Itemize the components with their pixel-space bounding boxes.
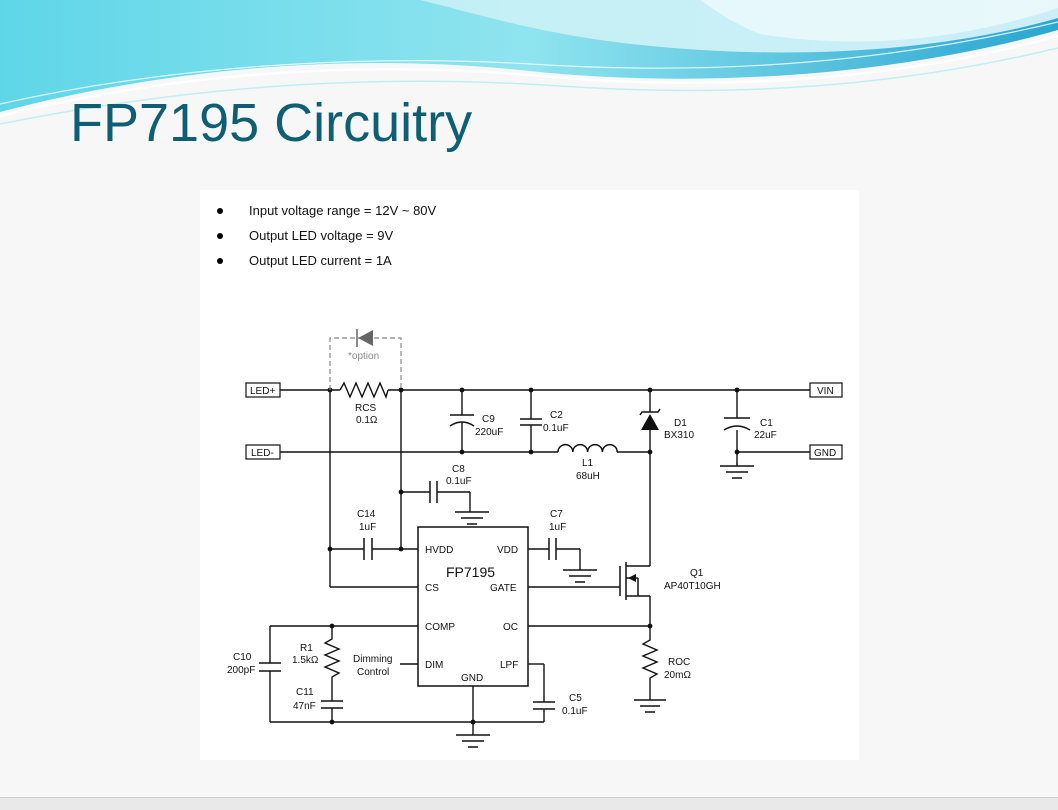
q1-arrow-icon xyxy=(628,574,636,582)
roc-value: 20mΩ xyxy=(664,670,691,681)
bullet-item: Output LED voltage = 9V xyxy=(215,226,436,251)
bullet-item: Input voltage range = 12V ~ 80V xyxy=(215,201,436,226)
c7-value: 1uF xyxy=(549,522,566,533)
c1-value: 22uF xyxy=(754,430,777,441)
c5-capacitor-icon xyxy=(533,701,555,710)
c10-value: 200pF xyxy=(227,665,255,676)
c2-ref: C2 xyxy=(550,410,563,421)
pin-cs: CS xyxy=(425,583,439,594)
c9-capacitor-icon xyxy=(449,414,475,427)
pin-dim: DIM xyxy=(425,660,443,671)
port-gnd: GND xyxy=(809,444,843,460)
junction-dots xyxy=(327,387,740,725)
pin-hvdd: HVDD xyxy=(425,545,453,556)
option-label: *option xyxy=(348,351,379,362)
header-wave-decoration xyxy=(0,0,1058,125)
c2-value: 0.1uF xyxy=(543,423,569,434)
c8-value: 0.1uF xyxy=(446,476,472,487)
ground-icon xyxy=(563,569,597,583)
ground-icon xyxy=(456,734,490,748)
port-led-minus: LED- xyxy=(245,444,281,460)
port-led-minus-label: LED- xyxy=(251,448,274,459)
r1-value: 1.5kΩ xyxy=(292,655,319,666)
pin-comp: COMP xyxy=(425,622,455,633)
dimming-label-line1: Dimming xyxy=(353,654,392,665)
ground-icon xyxy=(720,462,754,479)
fp7195-chip xyxy=(417,526,529,687)
rcs-resistor-icon xyxy=(339,381,389,400)
c9-value: 220uF xyxy=(475,427,503,438)
ground-icon xyxy=(634,699,666,713)
l1-value: 68uH xyxy=(576,471,600,482)
content-panel xyxy=(200,190,859,760)
bullet-list: Input voltage range = 12V ~ 80V Output L… xyxy=(215,201,436,276)
c5-ref: C5 xyxy=(569,693,582,704)
port-led-plus-label: LED+ xyxy=(250,386,275,397)
port-led-plus: LED+ xyxy=(245,382,281,398)
roc-ref: ROC xyxy=(668,657,690,668)
bullet-dot-icon xyxy=(217,258,223,264)
c14-ref: C14 xyxy=(357,509,376,520)
d1-ref: D1 xyxy=(674,418,687,429)
bullet-item: Output LED current = 1A xyxy=(215,251,436,276)
c1-capacitor-icon xyxy=(723,417,751,431)
l1-inductor-icon xyxy=(557,443,618,453)
c8-capacitor-icon xyxy=(429,481,438,503)
c2-capacitor-icon xyxy=(520,418,542,426)
c7-ref: C7 xyxy=(550,509,563,520)
dimming-label-line2: Control xyxy=(357,667,389,678)
port-vin-label: VIN xyxy=(817,386,834,397)
c1-ref: C1 xyxy=(760,418,773,429)
slide-title: FP7195 Circuitry xyxy=(70,93,473,153)
c11-capacitor-icon xyxy=(321,700,343,709)
c10-ref: C10 xyxy=(233,652,252,663)
pin-gate: GATE xyxy=(490,583,517,594)
q1-ref: Q1 xyxy=(690,568,704,579)
wires xyxy=(269,389,810,735)
r1-resistor-icon xyxy=(323,635,341,680)
port-gnd-label: GND xyxy=(814,448,836,459)
pin-vdd: VDD xyxy=(497,545,518,556)
pin-oc: OC xyxy=(503,622,518,633)
pin-gnd: GND xyxy=(461,673,483,684)
roc-resistor-icon xyxy=(641,636,659,682)
d1-value: BX310 xyxy=(664,430,694,441)
l1-ref: L1 xyxy=(582,458,594,469)
d1-diode-icon xyxy=(639,408,661,430)
c5-value: 0.1uF xyxy=(562,706,588,717)
c11-value: 47nF xyxy=(293,701,316,712)
r1-ref: R1 xyxy=(300,643,313,654)
c10-capacitor-icon xyxy=(259,662,281,672)
bullet-text: Input voltage range = 12V ~ 80V xyxy=(249,203,437,218)
ground-icon xyxy=(455,511,489,525)
rcs-value: 0.1Ω xyxy=(356,415,378,426)
bullet-text: Output LED current = 1A xyxy=(249,253,392,268)
bullet-dot-icon xyxy=(217,233,223,239)
pin-lpf: LPF xyxy=(500,660,518,671)
c14-value: 1uF xyxy=(359,522,376,533)
bullet-text: Output LED voltage = 9V xyxy=(249,228,394,243)
c14-capacitor-icon xyxy=(363,538,373,560)
c9-ref: C9 xyxy=(482,414,495,425)
c7-capacitor-icon xyxy=(548,538,557,560)
slide-footer-bar xyxy=(0,797,1058,810)
q1-value: AP40T10GH xyxy=(664,581,721,592)
chip-name: FP7195 xyxy=(446,564,495,580)
c8-ref: C8 xyxy=(452,464,465,475)
port-vin: VIN xyxy=(809,382,843,398)
rcs-ref: RCS xyxy=(355,403,376,414)
bullet-dot-icon xyxy=(217,208,223,214)
option-diode: *option xyxy=(329,329,402,390)
c11-ref: C11 xyxy=(296,687,314,698)
